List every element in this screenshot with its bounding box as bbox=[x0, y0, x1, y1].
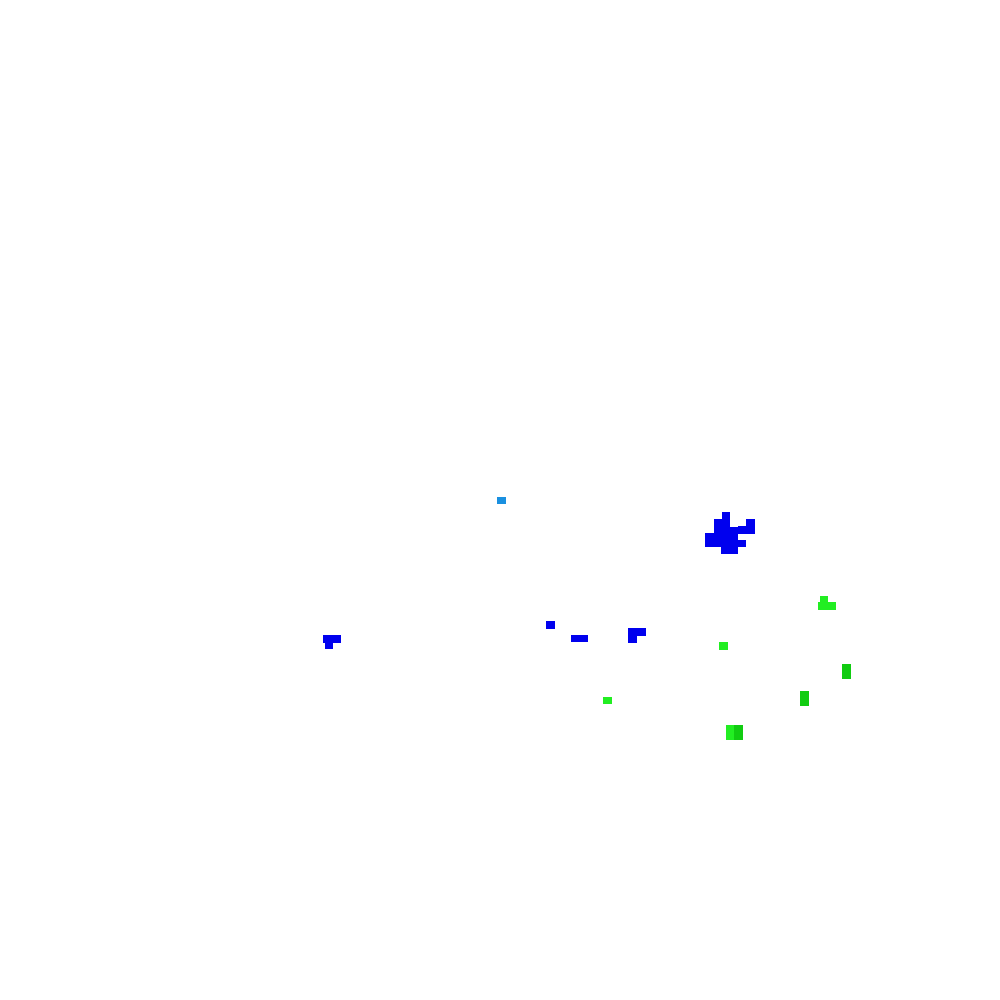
pixel bbox=[705, 533, 738, 541]
pixel bbox=[714, 527, 738, 534]
pixel bbox=[820, 596, 828, 604]
pixel bbox=[546, 621, 555, 629]
pixel bbox=[721, 546, 738, 554]
pixel bbox=[628, 635, 637, 643]
pixel bbox=[738, 526, 755, 534]
pixel bbox=[603, 697, 612, 704]
pixel bbox=[325, 642, 333, 649]
pixel bbox=[719, 642, 728, 650]
pixel bbox=[323, 635, 341, 643]
pixel bbox=[800, 691, 809, 706]
pixel bbox=[746, 519, 755, 527]
pixel bbox=[705, 540, 746, 547]
pixel bbox=[497, 497, 506, 504]
pixel bbox=[571, 635, 588, 642]
pixel bbox=[722, 512, 730, 520]
pixel bbox=[842, 664, 851, 679]
pixel bbox=[734, 725, 743, 740]
pixel bbox=[726, 725, 735, 740]
pixel bbox=[714, 519, 730, 528]
pixel bbox=[628, 628, 646, 636]
pixel bbox=[818, 602, 836, 610]
